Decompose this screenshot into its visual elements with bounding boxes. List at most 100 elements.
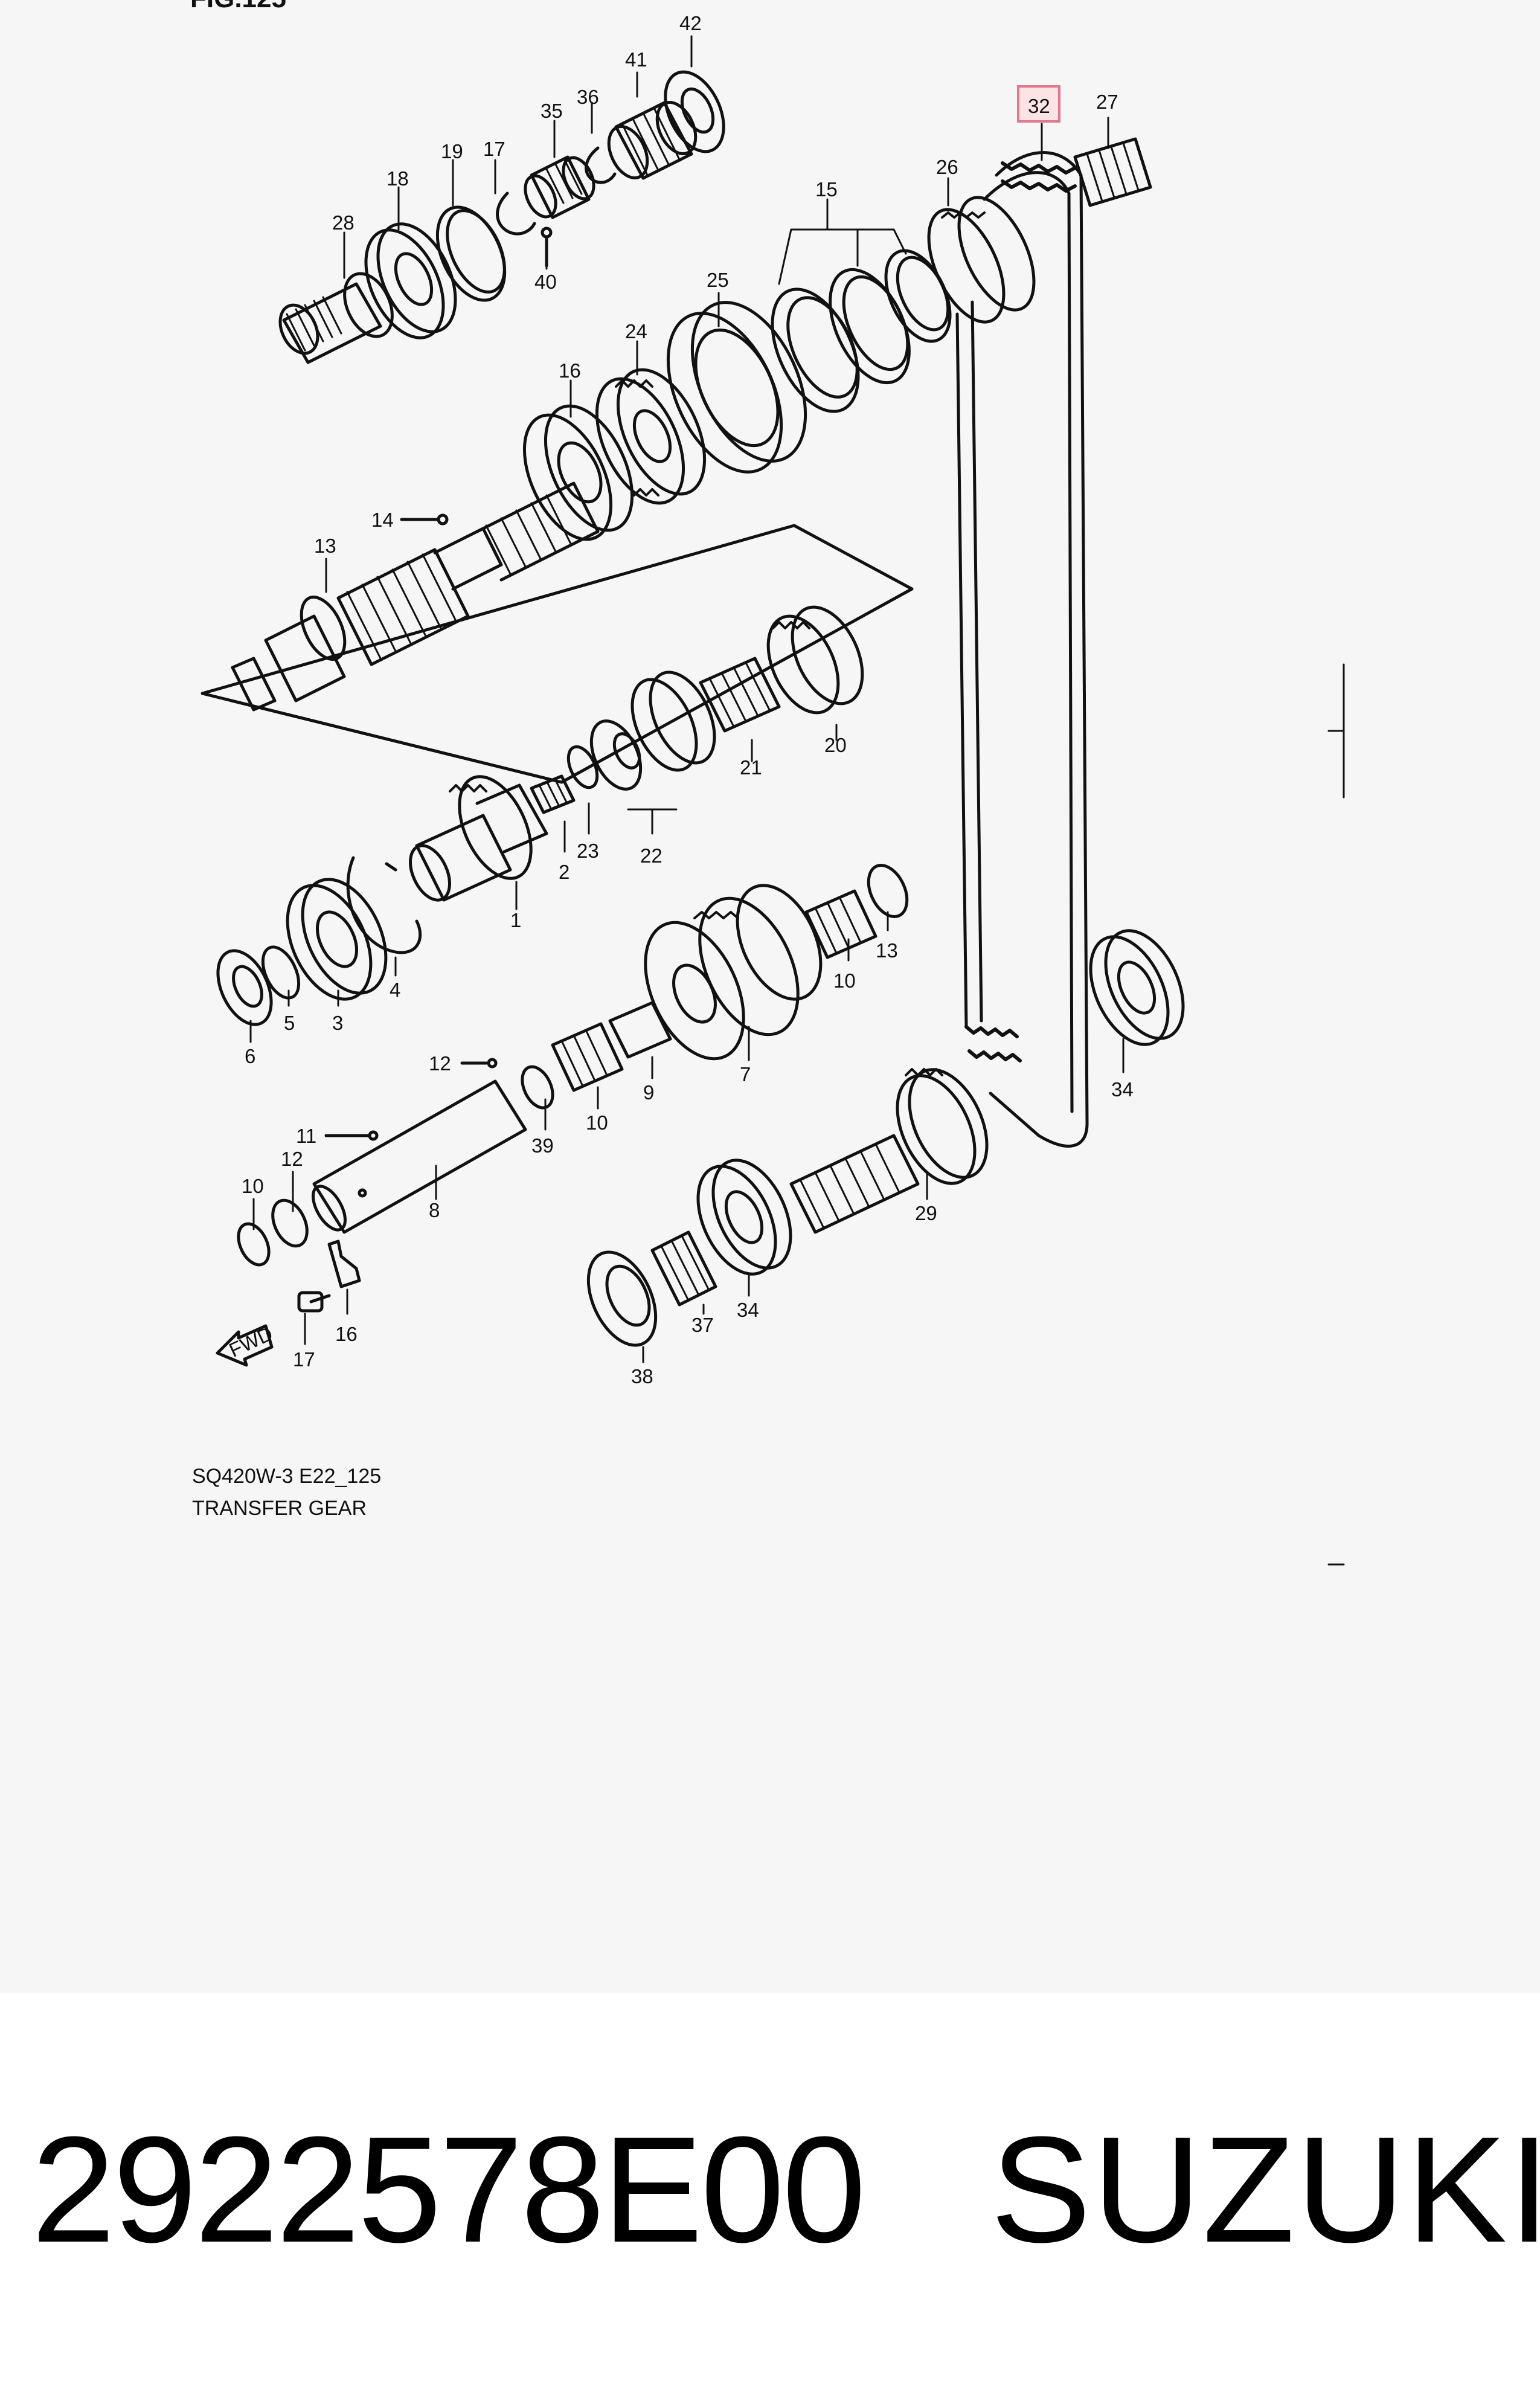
part-34-bearing-lower	[696, 1159, 792, 1276]
callout-34-right: 34	[1111, 1078, 1134, 1101]
part-31-bushing	[278, 272, 394, 364]
callout-38: 38	[631, 1365, 653, 1387]
part-18-pin	[400, 513, 449, 526]
callout-25: 22	[640, 844, 663, 867]
callout-31: 28	[332, 211, 355, 234]
callout-36: 36	[577, 86, 599, 108]
callout-30: 27	[1096, 91, 1118, 113]
part-12-pin-lower	[324, 1130, 379, 1141]
callout-17: 15	[815, 178, 838, 201]
part-35-sleeve	[524, 155, 595, 219]
figure-title: FIG.125	[190, 0, 286, 13]
part-14-plate	[327, 1239, 361, 1288]
part-2-needle-bearing	[530, 774, 576, 814]
fwd-arrow	[216, 1324, 274, 1367]
part-42-seal	[664, 70, 725, 153]
highlight-box	[1017, 85, 1060, 123]
part-40-pin	[541, 227, 553, 268]
part-12-pin-upper	[460, 1058, 498, 1069]
callout-22: 19	[441, 140, 463, 162]
callout-39: 39	[531, 1134, 554, 1157]
callout-29: 26	[936, 156, 958, 178]
callout-14: 16	[335, 1323, 358, 1345]
part-11-circlip	[237, 1222, 271, 1267]
callout-18: 14	[371, 509, 394, 531]
callout-41: 41	[625, 48, 647, 71]
callout-37: 37	[691, 1314, 714, 1336]
callout-5: 5	[284, 1012, 295, 1034]
part-34-bearing-right	[1089, 929, 1185, 1046]
part-24-needle-bearing	[699, 657, 781, 733]
callout-9: 9	[643, 1081, 654, 1104]
part-13-washer-lower	[271, 1198, 309, 1248]
callout-21: 18	[387, 167, 409, 190]
part-39-washer	[521, 1065, 554, 1110]
callout-6: 6	[245, 1045, 255, 1067]
part-10-needle-bearing-lower	[551, 1022, 624, 1092]
callout-26: 23	[577, 840, 599, 862]
part-20-circlip	[496, 191, 536, 236]
diagram-panel: 42 41 36 35 19 17 18 28 40 15 26 32 27 2…	[190, 0, 1345, 1566]
figure-name: TRANSFER GEAR	[192, 1497, 367, 1520]
part-26-ring	[566, 745, 599, 789]
part-36-circlip	[585, 146, 617, 184]
callout-7: 7	[740, 1063, 751, 1085]
part-23-gear	[766, 605, 864, 715]
callout-34-lower: 34	[737, 1299, 759, 1321]
callout-12-lower: 11	[296, 1125, 316, 1147]
part-41-needle-bearing	[607, 101, 698, 180]
part-22-ring	[435, 205, 507, 302]
part-27-gear	[595, 368, 707, 505]
callout-15: 17	[293, 1348, 315, 1371]
callout-16: 13	[314, 535, 336, 557]
callout-2: 2	[559, 861, 569, 883]
part-21-bearing	[364, 222, 457, 339]
part-38-seal	[586, 1250, 658, 1347]
part-17-synchro-set	[771, 249, 952, 413]
callout-8: 8	[429, 1199, 440, 1221]
part-32-chain	[955, 151, 1089, 1148]
subassembly-outline	[201, 524, 914, 784]
part-15-bolt	[297, 1291, 331, 1313]
callout-35: 35	[541, 100, 563, 122]
part-25-synchro	[589, 670, 716, 791]
callout-12-upper: 12	[429, 1052, 451, 1075]
part-9-spacer	[608, 1001, 672, 1059]
callout-28: 25	[707, 269, 729, 291]
callout-33: 29	[915, 1202, 937, 1224]
callout-23: 20	[824, 734, 847, 756]
callout-40: 40	[534, 271, 557, 293]
callout-10-upper: 10	[833, 969, 856, 992]
part-29-sprocket	[927, 196, 1036, 324]
part-33-output-shaft	[789, 1068, 989, 1234]
callout-13-upper: 13	[876, 939, 898, 962]
part-10-needle-bearing-upper	[804, 889, 877, 959]
part-37-needle-bearing	[650, 1230, 717, 1307]
part-8-shaft	[312, 1079, 527, 1234]
part-28-sleeve	[666, 301, 807, 474]
callout-10-lower: 10	[586, 1111, 608, 1134]
callout-11: 10	[242, 1175, 264, 1197]
part-1-output-gear	[409, 775, 548, 902]
callout-27: 24	[625, 320, 647, 342]
part-19-bearing	[522, 404, 634, 541]
part-30-bearing	[1073, 137, 1152, 207]
callout-13-lower: 12	[281, 1148, 303, 1170]
callout-32: 32	[1028, 95, 1050, 117]
part-13-washer-upper	[867, 864, 909, 918]
callout-19: 16	[559, 359, 581, 382]
callout-42: 42	[679, 12, 702, 34]
part-6-seal	[216, 949, 273, 1026]
callout-4: 4	[390, 979, 400, 1001]
callout-3: 3	[332, 1012, 343, 1034]
brand-name: SUZUKI	[990, 2105, 1540, 2274]
footer-band	[0, 1993, 1540, 2392]
callout-20: 17	[483, 138, 505, 160]
part-number: 2922578E00	[31, 2105, 866, 2274]
figure-code: SQ420W-3 E22_125	[192, 1465, 381, 1488]
part-16-shaft	[231, 481, 600, 712]
part-3-bearing	[286, 878, 388, 1001]
callout-1: 1	[510, 909, 521, 931]
exploded-parts-diagram: 42 41 36 35 19 17 18 28 40 15 26 32 27 2…	[190, 0, 1345, 1566]
callout-24: 21	[740, 756, 762, 779]
